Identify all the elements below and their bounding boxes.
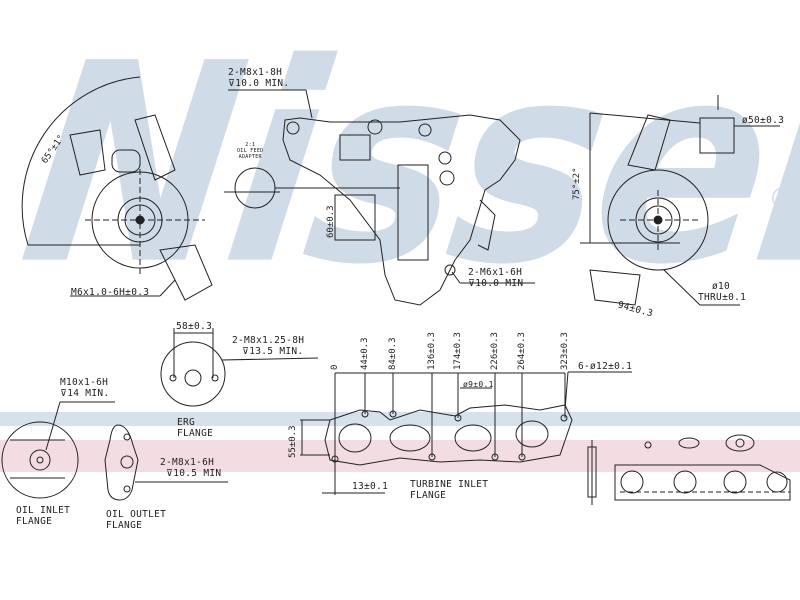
- oil-outlet-thread-spec: 2-M8x1-6H⊽10.5 MIN: [160, 457, 222, 479]
- oil-inlet-thread-spec: M10x1-6H⊽14 MIN.: [60, 377, 110, 399]
- turbine-dim-136: 136±0.3: [427, 332, 437, 370]
- turbine-height-dim: 55±0.3: [288, 425, 298, 458]
- turbine-dim-323: 323±0.3: [560, 332, 570, 370]
- center-manifold: [224, 89, 535, 306]
- egr-thread-spec: 2-M8x1.25-8H⊽13.5 MIN.: [232, 335, 305, 357]
- turbine-dim-264: 264±0.3: [517, 332, 527, 370]
- mid-thread-spec: 2-M6x1-6H⊽10.0 MIN: [468, 267, 524, 289]
- band-blue: [0, 412, 800, 426]
- turbine-dim-44: 44±0.3: [360, 337, 370, 370]
- oil-inlet-flange-view: [1, 401, 115, 499]
- turbine-dim-0: 0: [330, 364, 340, 370]
- turbine-small-hole-spec: ø9±0.1: [463, 380, 494, 389]
- left-thread-spec: M6x1.0-6H±0.3: [71, 287, 150, 298]
- egr-dim: 58±0.3: [176, 321, 213, 332]
- turbine-dim-84: 84±0.3: [388, 337, 398, 370]
- turbine-hole-spec: 6-ø12±0.1: [578, 361, 633, 372]
- egr-flange-view: [160, 328, 319, 407]
- oil-outlet-flange-view: [104, 424, 228, 501]
- right-angle-dim: 75°±2°: [572, 167, 582, 200]
- registered-mark: ®: [768, 182, 798, 217]
- turbine-inlet-flange-view: [300, 371, 632, 495]
- right-turbocharger: [580, 95, 780, 306]
- left-turbocharger: [21, 76, 213, 301]
- turbine-dim-226: 226±0.3: [490, 332, 500, 370]
- turbine-flange-side-view: [587, 434, 791, 505]
- right-diameter-dim: ø50±0.3: [742, 115, 785, 126]
- turbine-offset-dim: 13±0.1: [352, 481, 389, 492]
- dim-60: 60±0.3: [326, 205, 336, 238]
- top-thread-spec: 2-M8x1-8H⊽10.0 MIN.: [228, 67, 290, 89]
- turbine-dim-174: 174±0.3: [453, 332, 463, 370]
